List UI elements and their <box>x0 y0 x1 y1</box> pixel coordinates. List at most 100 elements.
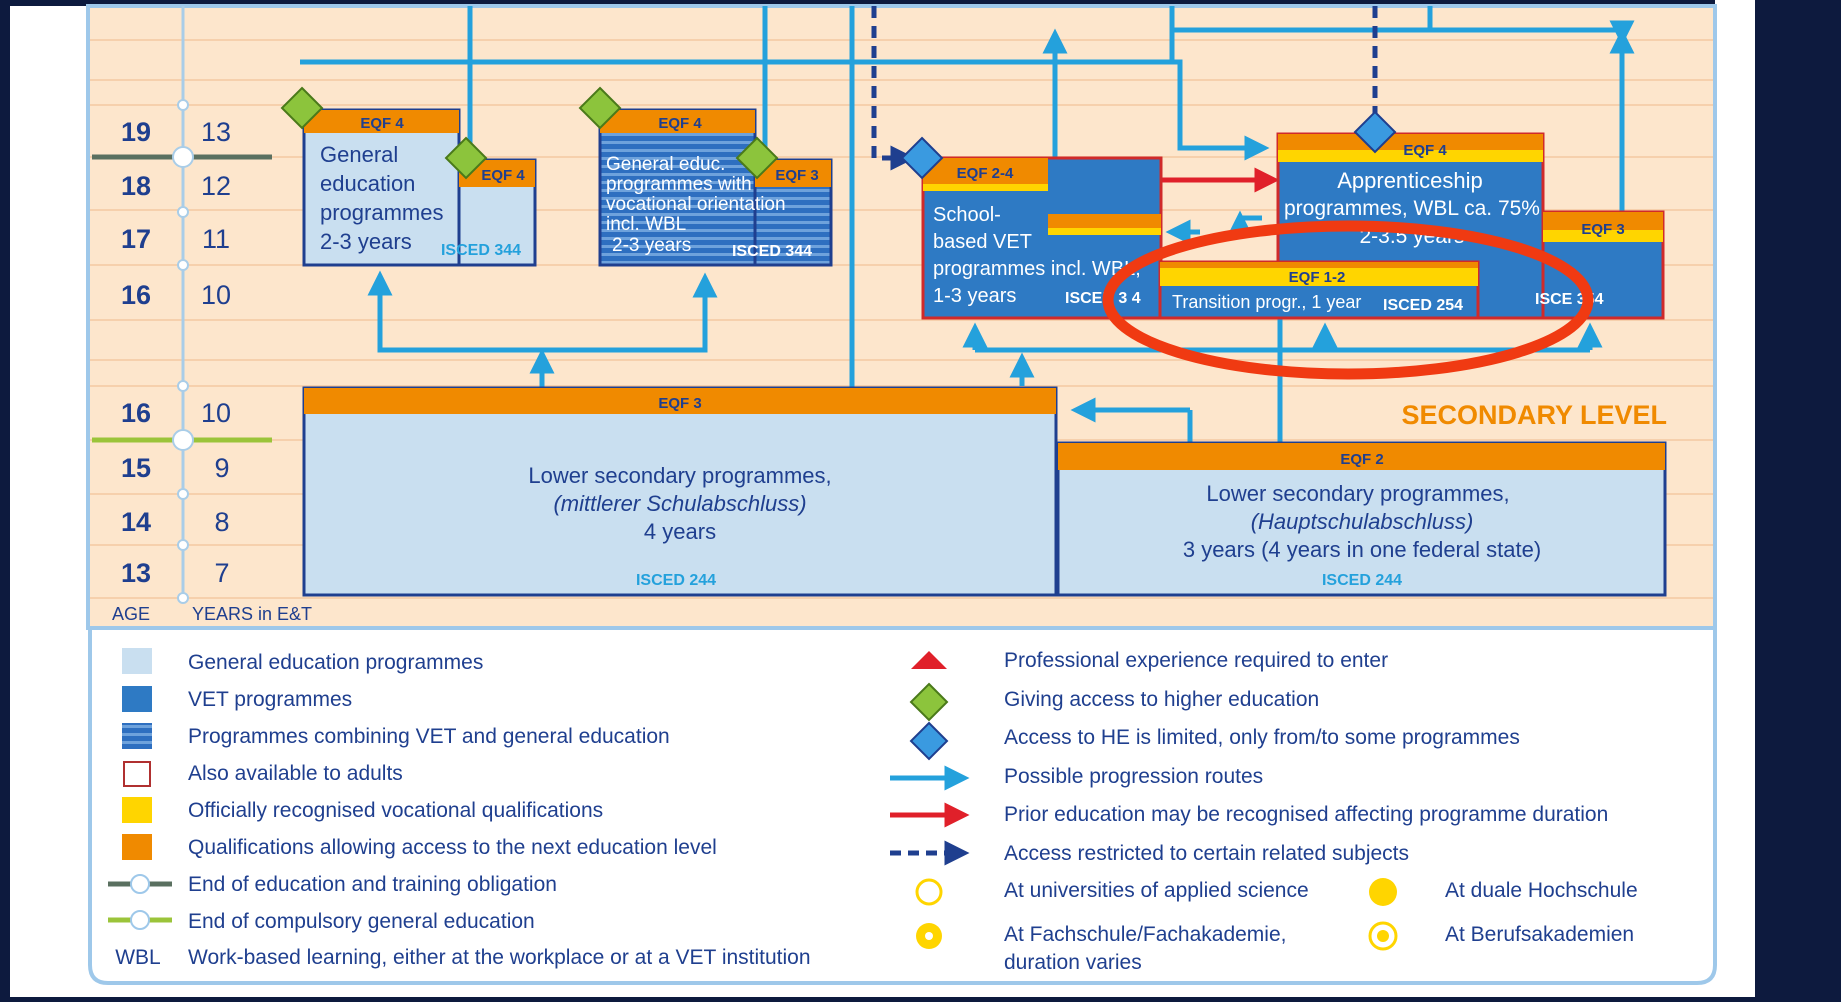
legend-label: Access restricted to certain related sub… <box>1004 842 1409 865</box>
years-7: 7 <box>214 558 229 588</box>
age-13: 13 <box>121 558 151 588</box>
eqf-label: EQF 2 <box>1340 451 1383 468</box>
isced-label: ISCED 244 <box>636 572 716 589</box>
isced-label: ISCED 344 <box>441 242 521 259</box>
blue-diamond-icon <box>1353 110 1397 154</box>
box-line-1: Lower secondary programmes, <box>1206 481 1509 506</box>
wbl-abbreviation: WBL <box>115 946 161 969</box>
box-line-5: 2-3 years <box>612 235 691 256</box>
legend-label: Professional experience required to ente… <box>1004 649 1388 672</box>
age-14: 14 <box>121 507 151 537</box>
legend-left-icons: WBL <box>108 648 172 969</box>
blue-diamond-icon <box>900 136 944 180</box>
box-line-3: programmes <box>320 200 443 225</box>
box-line-1: Lower secondary programmes, <box>528 463 831 488</box>
orange-square-icon <box>122 834 152 860</box>
legend-label: Possible progression routes <box>1004 765 1263 788</box>
box-general-education: EQF 4 EQF 4 General education programmes… <box>280 86 537 267</box>
eqf-label: EQF 4 <box>360 115 404 132</box>
box-line-3: programmes incl. WBL, <box>933 258 1141 280</box>
legend-right-labels: Professional experience required to ente… <box>1004 649 1638 974</box>
legend-label: Officially recognised vocational qualifi… <box>188 799 603 822</box>
legend-box <box>88 630 1717 985</box>
box-line-1: Apprenticeship <box>1337 168 1483 193</box>
dark-green-line-circle-icon <box>108 874 172 894</box>
age-18: 18 <box>121 171 151 201</box>
green-diamond-icon <box>444 136 488 180</box>
box-line-4: incl. WBL <box>606 214 686 235</box>
highlight-ellipse <box>1102 220 1594 380</box>
age-16-lower: 16 <box>121 398 151 428</box>
legend-label: At Fachschule/Fachakademie, <box>1004 923 1286 946</box>
age-19: 19 <box>121 117 151 147</box>
legend-label: Also available to adults <box>188 762 403 785</box>
isced-label: ISCED 254 <box>1383 297 1463 314</box>
legend-label: Programmes combining VET and general edu… <box>188 725 670 748</box>
legend-label: Giving access to higher education <box>1004 688 1319 711</box>
box-line-4: 2-3 years <box>320 229 412 254</box>
eqf-label-second: EQF 4 <box>481 167 525 184</box>
years-12: 12 <box>201 171 231 201</box>
red-triangle-icon <box>911 651 947 669</box>
legend-label: Work-based learning, either at the workp… <box>188 946 811 969</box>
age-17: 17 <box>121 224 151 254</box>
years-axis-label: YEARS in E&T <box>192 604 312 624</box>
years-13: 13 <box>201 117 231 147</box>
legend-right-icons <box>890 651 1398 951</box>
red-outline-square-icon <box>123 761 151 787</box>
box-combined-programmes: EQF 4 EQF 3 General educ. programmes wit… <box>578 86 833 267</box>
years-11: 11 <box>202 224 230 254</box>
box-school-based-vet: EQF 2-4 School- based VET programmes inc… <box>900 136 1163 320</box>
eqf-label: EQF 4 <box>658 115 702 132</box>
eqf-label: EQF 3 <box>1581 221 1624 238</box>
light-blue-square-icon <box>122 648 152 674</box>
light-green-line-circle-icon <box>108 910 172 930</box>
isced-label: ISCED 344 <box>732 243 812 260</box>
transition-text: Transition progr., 1 year <box>1172 292 1361 312</box>
eqf-label-second: EQF 3 <box>775 167 818 184</box>
box-line-2: education <box>320 171 415 196</box>
age-16-upper: 16 <box>121 280 151 310</box>
eqf-label: EQF 4 <box>1403 142 1447 159</box>
box-line-3: 4 years <box>644 519 716 544</box>
isced-label: ISCED 244 <box>1322 572 1402 589</box>
green-diamond-icon <box>578 86 622 130</box>
box-line-4: 1-3 years <box>933 285 1016 307</box>
blue-diamond-icon <box>909 721 949 761</box>
box-line-2: (Hauptschulabschluss) <box>1251 509 1474 534</box>
years-10-upper: 10 <box>201 280 231 310</box>
box-line-1: General educ. <box>606 154 725 175</box>
striped-square-icon <box>122 723 152 749</box>
green-diamond-icon <box>280 86 324 130</box>
box-line-1: School- <box>933 204 1001 226</box>
legend-label: End of education and training obligation <box>188 873 557 896</box>
legend-label: Access to HE is limited, only from/to so… <box>1004 726 1520 749</box>
yellow-square-icon <box>122 797 152 823</box>
eqf-label: EQF 2-4 <box>957 165 1014 182</box>
box-line-2: (mittlerer Schulabschluss) <box>553 491 806 516</box>
years-9: 9 <box>214 453 229 483</box>
legend-label: VET programmes <box>188 688 352 711</box>
box-line-3: 3 years (4 years in one federal state) <box>1183 537 1541 562</box>
legend-label: General education programmes <box>188 651 483 674</box>
legend-label: Qualifications allowing access to the ne… <box>188 836 717 859</box>
age-axis: 19 13 18 12 17 11 16 10 16 10 15 9 14 8 … <box>112 117 312 624</box>
legend-left-labels: General education programmes VET program… <box>188 651 811 969</box>
green-diamond-icon <box>909 682 949 722</box>
legend-label: At duale Hochschule <box>1445 879 1638 902</box>
age-15: 15 <box>121 453 151 483</box>
years-8: 8 <box>214 507 229 537</box>
box-line-2: programmes, WBL ca. 75% <box>1284 197 1540 220</box>
yellow-ring-icon <box>915 878 943 906</box>
years-10-lower: 10 <box>201 398 231 428</box>
eqf-label: EQF 1-2 <box>1289 269 1346 286</box>
yellow-filled-circle-icon <box>1369 878 1397 906</box>
box-lower-secondary-mittlerer: EQF 3 Lower secondary programmes, (mittl… <box>302 386 1058 597</box>
green-diamond-icon <box>735 136 779 180</box>
box-lower-secondary-haupt: EQF 2 Lower secondary programmes, (Haupt… <box>1056 441 1667 597</box>
legend-label: Prior education may be recognised affect… <box>1004 803 1608 826</box>
box-transition-programme: EQF 1-2 Transition progr., 1 year ISCED … <box>1158 260 1480 320</box>
box-line-3: vocational orientation <box>606 194 786 215</box>
